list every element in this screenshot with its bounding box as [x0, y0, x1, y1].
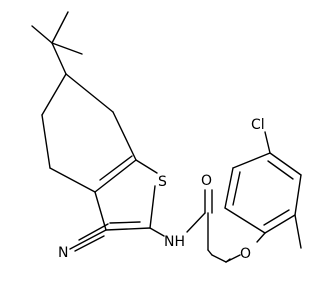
molecule-structure-diagram: S NH N O O Cl [31, 11, 302, 263]
bond [207, 249, 213, 256]
bond [51, 11, 69, 44]
ether-o-label: O [240, 246, 251, 262]
bond [232, 171, 241, 206]
bond [112, 111, 137, 161]
bond [51, 42, 67, 75]
bond [49, 167, 96, 193]
bond [267, 160, 294, 180]
bond [74, 235, 105, 252]
carbonyl-o-label: O [201, 173, 212, 189]
bond [94, 159, 137, 193]
bond [225, 254, 241, 263]
bond [211, 254, 227, 263]
bond [264, 214, 296, 234]
bond [69, 229, 107, 250]
chlorine-atom-label: Cl [251, 117, 265, 133]
bond [149, 185, 156, 229]
bond [263, 209, 290, 226]
bond [264, 131, 271, 154]
bond [232, 152, 271, 169]
bond [224, 207, 266, 234]
bond [41, 73, 67, 116]
bond [31, 25, 53, 44]
bond [51, 42, 83, 55]
bond [41, 114, 51, 169]
bond [149, 227, 165, 237]
amine-nh-label: NH [164, 234, 185, 250]
bond [99, 155, 133, 181]
bond [65, 73, 114, 113]
bond [294, 174, 302, 216]
bond [186, 212, 206, 233]
bond [256, 232, 266, 243]
bond [94, 191, 107, 231]
bond [294, 214, 302, 249]
bond [224, 167, 234, 209]
bond [105, 227, 151, 231]
bond [109, 221, 141, 224]
bond [269, 152, 302, 176]
nitrile-n-label: N [58, 245, 68, 261]
bond [135, 159, 158, 174]
bond [78, 223, 109, 241]
sulfur-atom-label: S [158, 174, 167, 190]
